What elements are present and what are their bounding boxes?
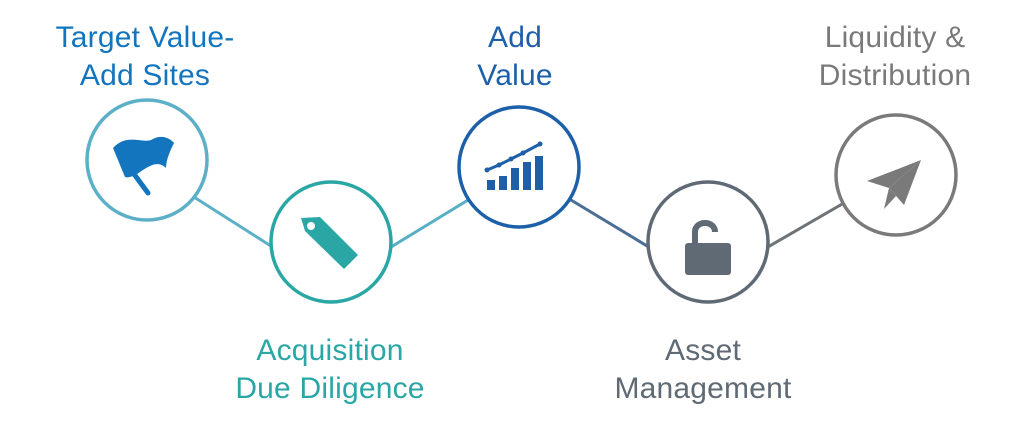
step-label-liquidity-line-1: Liquidity & bbox=[824, 21, 966, 54]
chart-bar-1 bbox=[487, 180, 495, 190]
step-label-acquisition-line-1: Acquisition bbox=[256, 334, 404, 367]
step-label-add-value-line-2: Value bbox=[477, 59, 553, 92]
padlock-shackle bbox=[692, 220, 718, 245]
flag-pole bbox=[117, 152, 151, 196]
step-label-liquidity: Liquidity & Distribution bbox=[795, 19, 995, 95]
unlocked-padlock-icon bbox=[685, 220, 731, 275]
plane-tail bbox=[884, 188, 896, 209]
trend-dot-2 bbox=[496, 162, 502, 168]
step-label-acquisition-line-2: Due Diligence bbox=[235, 372, 425, 405]
chart-bar-2 bbox=[499, 176, 507, 190]
step-label-add-value: Add Value bbox=[440, 19, 590, 95]
connector-acquisition-to-add-value bbox=[377, 195, 474, 257]
step-label-target-line-1: Target Value- bbox=[55, 21, 235, 54]
chart-bar-4 bbox=[523, 162, 531, 190]
step-label-target-line-2: Add Sites bbox=[79, 59, 211, 92]
step-circle-add-value bbox=[457, 105, 581, 229]
step-label-asset-management-line-2: Management bbox=[614, 372, 792, 405]
plane-wing-upper bbox=[867, 160, 921, 188]
tag-body bbox=[301, 217, 358, 269]
trend-dot-3 bbox=[508, 156, 514, 162]
trend-dot-4 bbox=[520, 150, 526, 156]
padlock-body bbox=[685, 243, 731, 275]
step-label-liquidity-line-2: Distribution bbox=[818, 59, 972, 92]
trend-dot-1 bbox=[484, 167, 490, 173]
step-label-asset-management-line-1: Asset bbox=[664, 334, 742, 367]
plane-wing-lower bbox=[889, 160, 921, 205]
step-label-acquisition: Acquisition Due Diligence bbox=[215, 332, 445, 408]
connector-target-to-acquisition bbox=[185, 190, 286, 257]
step-label-target: Target Value- Add Sites bbox=[35, 19, 255, 95]
connector-asset-management-to-liquidity bbox=[753, 194, 857, 257]
connector-add-value-to-asset-management bbox=[565, 195, 663, 257]
price-tag-icon bbox=[301, 217, 358, 269]
chart-bar-5 bbox=[535, 156, 543, 190]
tag-hole bbox=[307, 222, 315, 230]
chart-bar-3 bbox=[511, 168, 519, 190]
step-circle-asset-management bbox=[646, 180, 770, 304]
paper-plane-icon bbox=[867, 160, 921, 209]
flag-icon bbox=[113, 136, 174, 196]
step-label-asset-management: Asset Management bbox=[598, 332, 808, 408]
growth-chart-icon bbox=[484, 141, 543, 190]
step-label-add-value-line-1: Add bbox=[488, 21, 542, 54]
trend-dot-5 bbox=[537, 141, 543, 147]
